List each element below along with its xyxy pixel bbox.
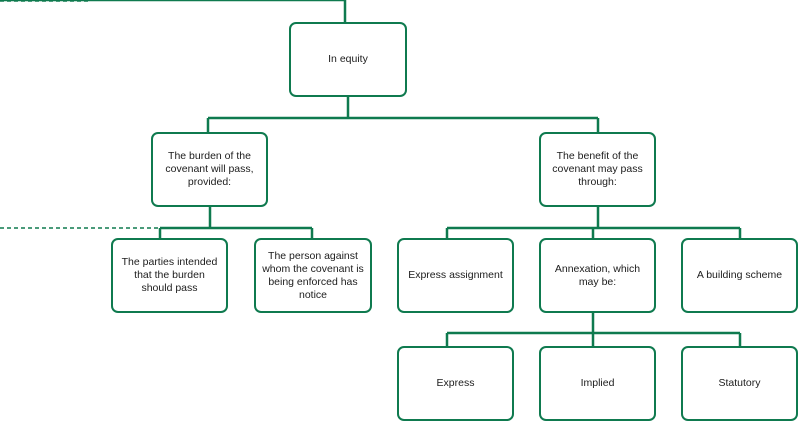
node-implied-label: Implied <box>580 377 615 389</box>
node-implied: Implied <box>539 346 656 421</box>
node-express-label: Express <box>436 377 475 389</box>
connector-benefit-branch <box>445 207 742 238</box>
node-annexation-label: Annexation, which may be: <box>554 262 641 288</box>
node-statutory: Statutory <box>681 346 798 421</box>
connector-burden-branch <box>158 207 314 238</box>
node-burden: The burden of the covenant will pass, pr… <box>151 132 268 207</box>
node-person-notice: The person against whom the covenant is … <box>254 238 372 313</box>
node-building-scheme: A building scheme <box>681 238 798 313</box>
connector-equity-branch <box>206 97 600 132</box>
node-statutory-label: Statutory <box>718 377 761 389</box>
node-parties-intended-label: The parties intended that the burden sho… <box>121 256 218 294</box>
node-express-assignment: Express assignment <box>397 238 514 313</box>
connector-annexation-branch <box>445 313 742 346</box>
node-annexation: Annexation, which may be: <box>539 238 656 313</box>
node-parties-intended: The parties intended that the burden sho… <box>111 238 228 313</box>
node-benefit: The benefit of the covenant may pass thr… <box>539 132 656 207</box>
node-person-notice-label: The person against whom the covenant is … <box>262 249 364 301</box>
node-building-scheme-label: A building scheme <box>696 269 783 281</box>
node-express-assignment-label: Express assignment <box>408 269 503 281</box>
connector-from-previous <box>0 0 347 22</box>
node-express: Express <box>397 346 514 421</box>
node-benefit-label: The benefit of the covenant may pass thr… <box>552 150 643 188</box>
node-burden-label: The burden of the covenant will pass, pr… <box>165 150 254 188</box>
node-in-equity: In equity <box>289 22 407 97</box>
node-in-equity-label: In equity <box>328 53 368 65</box>
